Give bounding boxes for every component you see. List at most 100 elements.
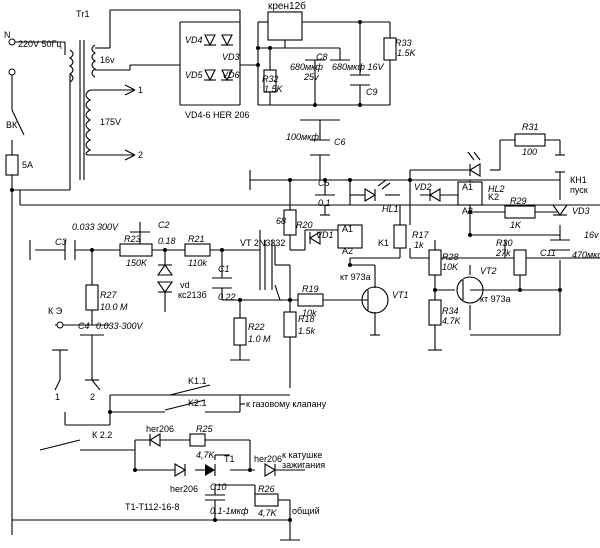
resistor-r18	[283, 311, 297, 338]
label-c5v: 0.1	[318, 198, 331, 208]
trimmer-r30	[513, 249, 527, 276]
label-r32v: 1.5K	[264, 84, 284, 94]
label-hl2: HL2	[488, 184, 505, 194]
label-r29v: 1K	[510, 220, 522, 230]
zener-vd	[156, 264, 174, 293]
resistor-r27	[85, 284, 99, 311]
label-r32: R32	[262, 74, 279, 84]
diode-her206-2	[174, 463, 187, 477]
label-fuse: 5А	[22, 160, 33, 170]
label-vd: vd	[180, 280, 190, 290]
capacitor-c9	[350, 74, 370, 86]
led-hl2	[467, 151, 481, 177]
resistor-r19	[297, 293, 324, 307]
diode-vd2	[428, 188, 441, 202]
relay-k2	[457, 181, 483, 206]
label-r19v: 10k	[302, 308, 317, 318]
label-kn1-text: пуск	[570, 185, 588, 195]
label-bridge-note: VD4-6 HER 206	[185, 110, 250, 120]
label-r17: R17	[412, 230, 430, 240]
label-r28v: 10K	[442, 262, 459, 272]
label-c10v: 0.1-1мкф	[210, 506, 249, 516]
diode-her206-3	[264, 463, 277, 477]
resistor-r21	[184, 243, 211, 257]
label-c4v: 0.033·300V	[96, 321, 144, 331]
resistor-r29	[504, 205, 536, 219]
transistor-vt2	[456, 276, 484, 304]
transistor-vt1	[361, 286, 389, 314]
diode-vd3	[551, 204, 569, 216]
label-c4: C4	[78, 321, 90, 331]
label-r23: R23	[124, 234, 141, 244]
label-vd3: VD3	[222, 52, 240, 62]
label-vdv: кс213б	[178, 290, 207, 300]
resistor-r23	[119, 243, 153, 257]
label-r27v: 10.0 M	[100, 302, 128, 312]
label-r26: R26	[258, 484, 275, 494]
label-c5: C5	[318, 178, 330, 188]
transformer-tr1	[69, 40, 96, 180]
label-sec2: 175V	[100, 117, 121, 127]
label-switch: ВК	[6, 120, 18, 130]
diode-vd1	[308, 231, 321, 245]
label-vd5: VD5	[185, 70, 204, 80]
label-tr1: Тr1	[76, 9, 90, 19]
label-hl1: HL1	[382, 204, 399, 214]
transistor-vt	[264, 240, 273, 290]
thyristor-t1	[205, 464, 216, 476]
label-c11v: 470мкф	[572, 250, 600, 260]
label-sec1: 16v	[100, 55, 115, 65]
label-r21v: 110k	[188, 258, 207, 268]
label-r34v: 4.7K	[442, 316, 462, 326]
label-vt: VT 2N3332	[240, 238, 285, 248]
label-vd2: VD2	[414, 182, 432, 192]
resistor-r26	[254, 493, 279, 507]
resistor-r28	[428, 249, 442, 276]
label-r20: R20	[296, 220, 313, 230]
label-r25: R25	[196, 424, 214, 434]
label-c3: C3	[55, 237, 67, 247]
label-r31v: 100	[522, 147, 537, 157]
label-coil1: к катушке	[282, 450, 322, 460]
capacitor-c4	[80, 324, 104, 336]
label-k2-a2: A2	[462, 206, 473, 216]
label-term2: 2	[90, 392, 95, 402]
label-mains-volt: 220V 50Гц	[18, 39, 62, 49]
label-vd3-right: VD3	[572, 206, 590, 216]
label-kn1: КН1	[570, 175, 587, 185]
label-r30v: 27k	[495, 248, 511, 258]
label-k1-a1: A1	[342, 224, 353, 234]
resistor-r32	[263, 69, 277, 93]
resistor-r34	[428, 299, 442, 326]
label-r33: R33	[395, 38, 412, 48]
label-r33v: 1.5K	[397, 48, 417, 58]
label-c11: C11	[540, 248, 556, 258]
label-r27: R27	[100, 290, 118, 300]
label-c8u: 25v	[303, 72, 319, 82]
labels: N 220V 50Гц ВК 5А Тr1 16v 175V 1 2 крен1…	[4, 0, 600, 518]
label-k2: K2	[488, 192, 499, 202]
bridge-diodes	[204, 34, 233, 82]
label-r31: R31	[522, 122, 539, 132]
label-c11u: 16v	[584, 230, 599, 240]
label-c6: C6	[334, 137, 346, 147]
label-vd1: VD1	[316, 230, 334, 240]
label-r18v: 1.5k	[298, 326, 316, 336]
capacitor-c1	[212, 277, 232, 289]
capacitor-c10	[205, 494, 225, 501]
label-thy: Т1-Т112-16-8	[125, 502, 179, 512]
label-r17v: 1k	[414, 240, 424, 250]
label-r26v: 4,7K	[258, 508, 278, 518]
capacitor-c5	[315, 194, 335, 206]
label-node: 0.18	[158, 236, 176, 246]
label-her3: her206	[254, 454, 282, 464]
label-r22: R22	[248, 322, 265, 332]
label-gas: к газовому клапану	[246, 399, 327, 409]
label-vt2-type: кт 973а	[480, 294, 511, 304]
label-c8: C8	[316, 52, 328, 62]
label-r34: R34	[442, 306, 459, 316]
label-n: N	[4, 30, 11, 40]
resistor-r17	[393, 224, 407, 249]
label-r23v: 150K	[126, 258, 148, 268]
label-k2-a1: A1	[462, 182, 473, 192]
